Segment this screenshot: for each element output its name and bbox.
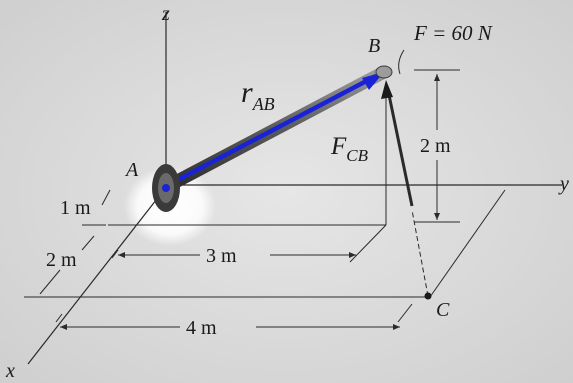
point-c: [424, 292, 432, 300]
dim-label-1m: 1 m: [60, 197, 91, 219]
label-f-cb: FCB: [330, 133, 369, 165]
vector-rab-shaft: [168, 74, 378, 186]
label-b: B: [368, 35, 380, 57]
cable-cb-lower: [411, 209, 429, 297]
support-a-center: [162, 184, 170, 192]
dim-4m-tick-left: [55, 313, 63, 323]
force-leader: [398, 49, 405, 75]
plane-diag: [349, 224, 387, 263]
dim-label-2m-vertical: 2 m: [420, 135, 451, 157]
label-a: A: [124, 159, 139, 181]
label-z: z: [161, 3, 170, 25]
plane-right-edge: [429, 189, 506, 298]
force-fcb-arrowhead: [381, 80, 393, 99]
label-c: C: [436, 299, 450, 321]
x-axis: [27, 194, 161, 365]
dim-label-2m: 2 m: [46, 249, 77, 271]
label-y: y: [558, 173, 569, 195]
label-force-value: F = 60 N: [413, 21, 493, 45]
dim-2m-line-b: [39, 269, 61, 295]
force-fcb-shaft: [386, 89, 414, 207]
dim-2m-line-a: [81, 235, 95, 251]
dim-1m-line: [101, 189, 111, 206]
dim-4m-tick-right: [397, 303, 413, 323]
label-r-ab: rAB: [241, 76, 275, 114]
dim-3m-tick-left: [111, 249, 119, 259]
dim-label-4m: 4 m: [186, 317, 217, 339]
rod-end-b: [375, 65, 393, 79]
label-x: x: [5, 360, 15, 382]
dim-label-3m: 3 m: [206, 245, 237, 267]
